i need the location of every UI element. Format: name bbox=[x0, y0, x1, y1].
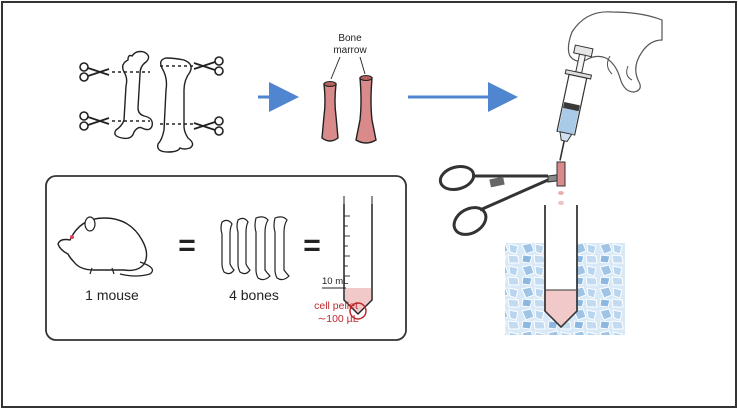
femur-icon bbox=[114, 50, 154, 140]
bone-marrow-label: Bone bbox=[338, 33, 362, 44]
equals-sign: = bbox=[303, 229, 321, 262]
equals-sign: = bbox=[178, 229, 196, 262]
cell-pellet-label: cell pellet bbox=[314, 300, 358, 312]
bones-caption: 4 bones bbox=[229, 287, 279, 303]
scissors-icon bbox=[79, 111, 110, 131]
cut-femur-icon bbox=[321, 83, 339, 142]
bone-marrow-label-2: marrow bbox=[333, 45, 367, 56]
tibia-icon bbox=[157, 57, 194, 153]
marrow-drop bbox=[558, 191, 564, 195]
volume-mark-label: 10 mL bbox=[322, 276, 348, 287]
bone-cutting-step bbox=[79, 50, 224, 153]
pellet-highlight bbox=[349, 302, 367, 320]
cut-bones-step: Bone marrow bbox=[321, 33, 377, 144]
syringe-icon bbox=[556, 44, 594, 161]
scissors-icon bbox=[193, 56, 224, 76]
held-bone-icon bbox=[556, 161, 566, 187]
centrifuge-tube-icon: 10 mL bbox=[322, 196, 373, 320]
marrow-drop bbox=[558, 200, 564, 206]
equivalence-panel: 1 mouse = 4 bones = 10 mL bbox=[45, 175, 407, 341]
mouse-caption: 1 mouse bbox=[85, 287, 139, 303]
scissors-icon bbox=[79, 62, 110, 82]
mouse-icon bbox=[57, 216, 154, 277]
pointer-line bbox=[330, 56, 341, 80]
four-bones-icon bbox=[220, 216, 290, 281]
flushing-step bbox=[438, 11, 663, 335]
centrifuge-tube-icon bbox=[544, 205, 578, 329]
cut-tibia-icon bbox=[355, 77, 377, 144]
pellet-volume-label: ∼100 µL bbox=[317, 313, 358, 325]
scissors-icon bbox=[193, 116, 224, 136]
pointer-line bbox=[359, 56, 366, 75]
